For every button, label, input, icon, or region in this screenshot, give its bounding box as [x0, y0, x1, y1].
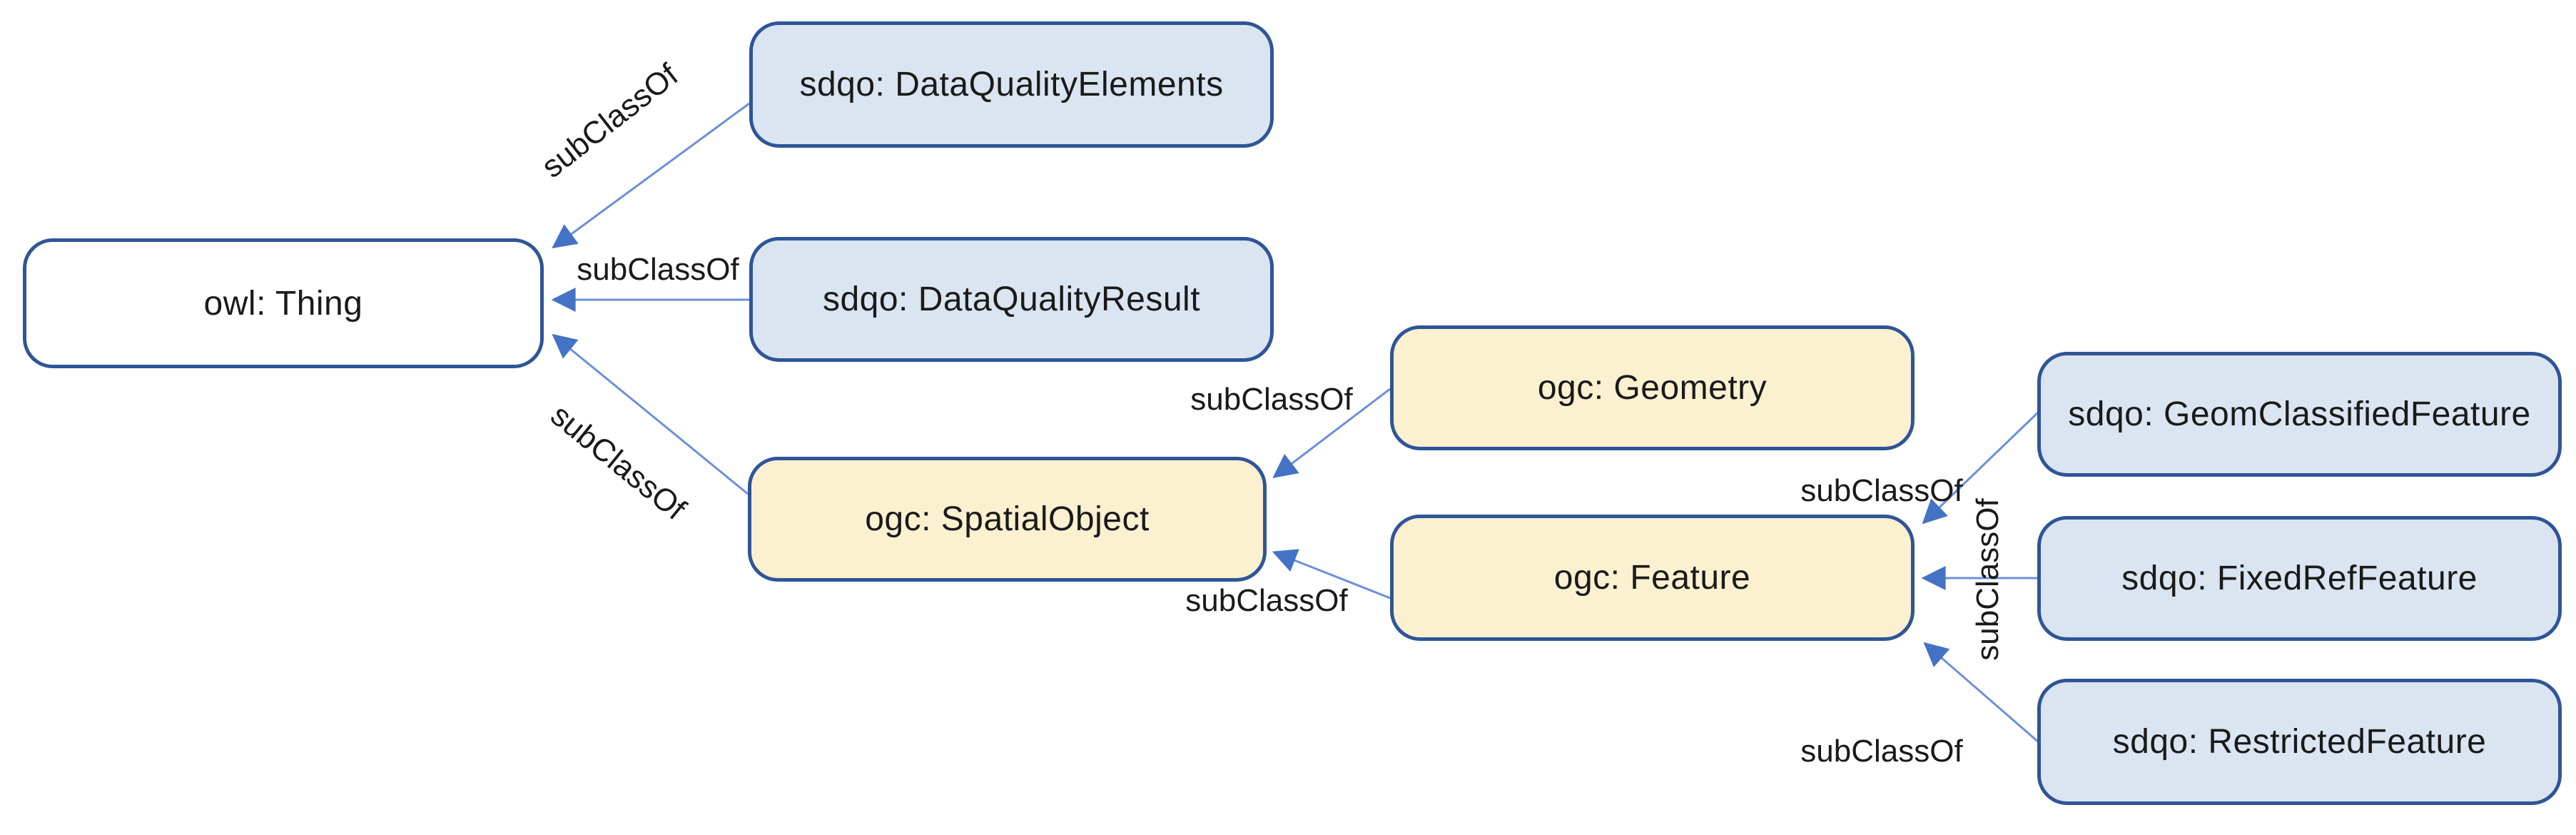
edge-label-feature-subclassof: subClassOf: [1185, 583, 1348, 618]
node-sdqo-dataqualityelements-label: sdqo: DataQualityElements: [799, 66, 1224, 103]
node-sdqo-dataqualityelements: sdqo: DataQualityElements: [749, 21, 1274, 148]
node-ogc-geometry: ogc: Geometry: [1390, 325, 1915, 450]
edge-label-dataqualityelements-subclassof: subClassOf: [535, 57, 685, 185]
edge-label-restrictedfeature-subclassof: subClassOf: [1800, 734, 1963, 769]
node-sdqo-fixedreffeature: sdqo: FixedRefFeature: [2037, 516, 2562, 641]
edge-label-geometry-subclassof: subClassOf: [1190, 382, 1353, 417]
node-sdqo-restrictedfeature: sdqo: RestrictedFeature: [2037, 679, 2562, 805]
node-sdqo-dataqualityresult-label: sdqo: DataQualityResult: [822, 280, 1201, 318]
node-owl-thing: owl: Thing: [23, 238, 544, 368]
node-ogc-feature: ogc: Feature: [1390, 515, 1915, 641]
edge-label-spatialobject-subclassof: subClassOf: [544, 398, 693, 527]
node-ogc-geometry-label: ogc: Geometry: [1537, 369, 1768, 407]
edge-label-dataqualityresult-subclassof: subClassOf: [577, 252, 739, 287]
edge-label-fixedreffeature-subclassof: subClassOf: [1970, 498, 2005, 661]
node-sdqo-dataqualityresult: sdqo: DataQualityResult: [749, 237, 1274, 362]
edge-label-geomclassifiedfeature-subclassof: subClassOf: [1800, 473, 1963, 508]
node-sdqo-restrictedfeature-label: sdqo: RestrictedFeature: [2112, 723, 2487, 761]
node-owl-thing-label: owl: Thing: [203, 284, 363, 323]
node-sdqo-geomclassifiedfeature-label: sdqo: GeomClassifiedFeature: [2068, 395, 2531, 433]
node-ogc-spatialobject: ogc: SpatialObject: [748, 457, 1267, 582]
node-sdqo-fixedreffeature-label: sdqo: FixedRefFeature: [2121, 560, 2478, 597]
node-ogc-spatialobject-label: ogc: SpatialObject: [865, 500, 1150, 538]
node-sdqo-geomclassifiedfeature: sdqo: GeomClassifiedFeature: [2037, 352, 2562, 477]
node-ogc-feature-label: ogc: Feature: [1553, 559, 1751, 597]
